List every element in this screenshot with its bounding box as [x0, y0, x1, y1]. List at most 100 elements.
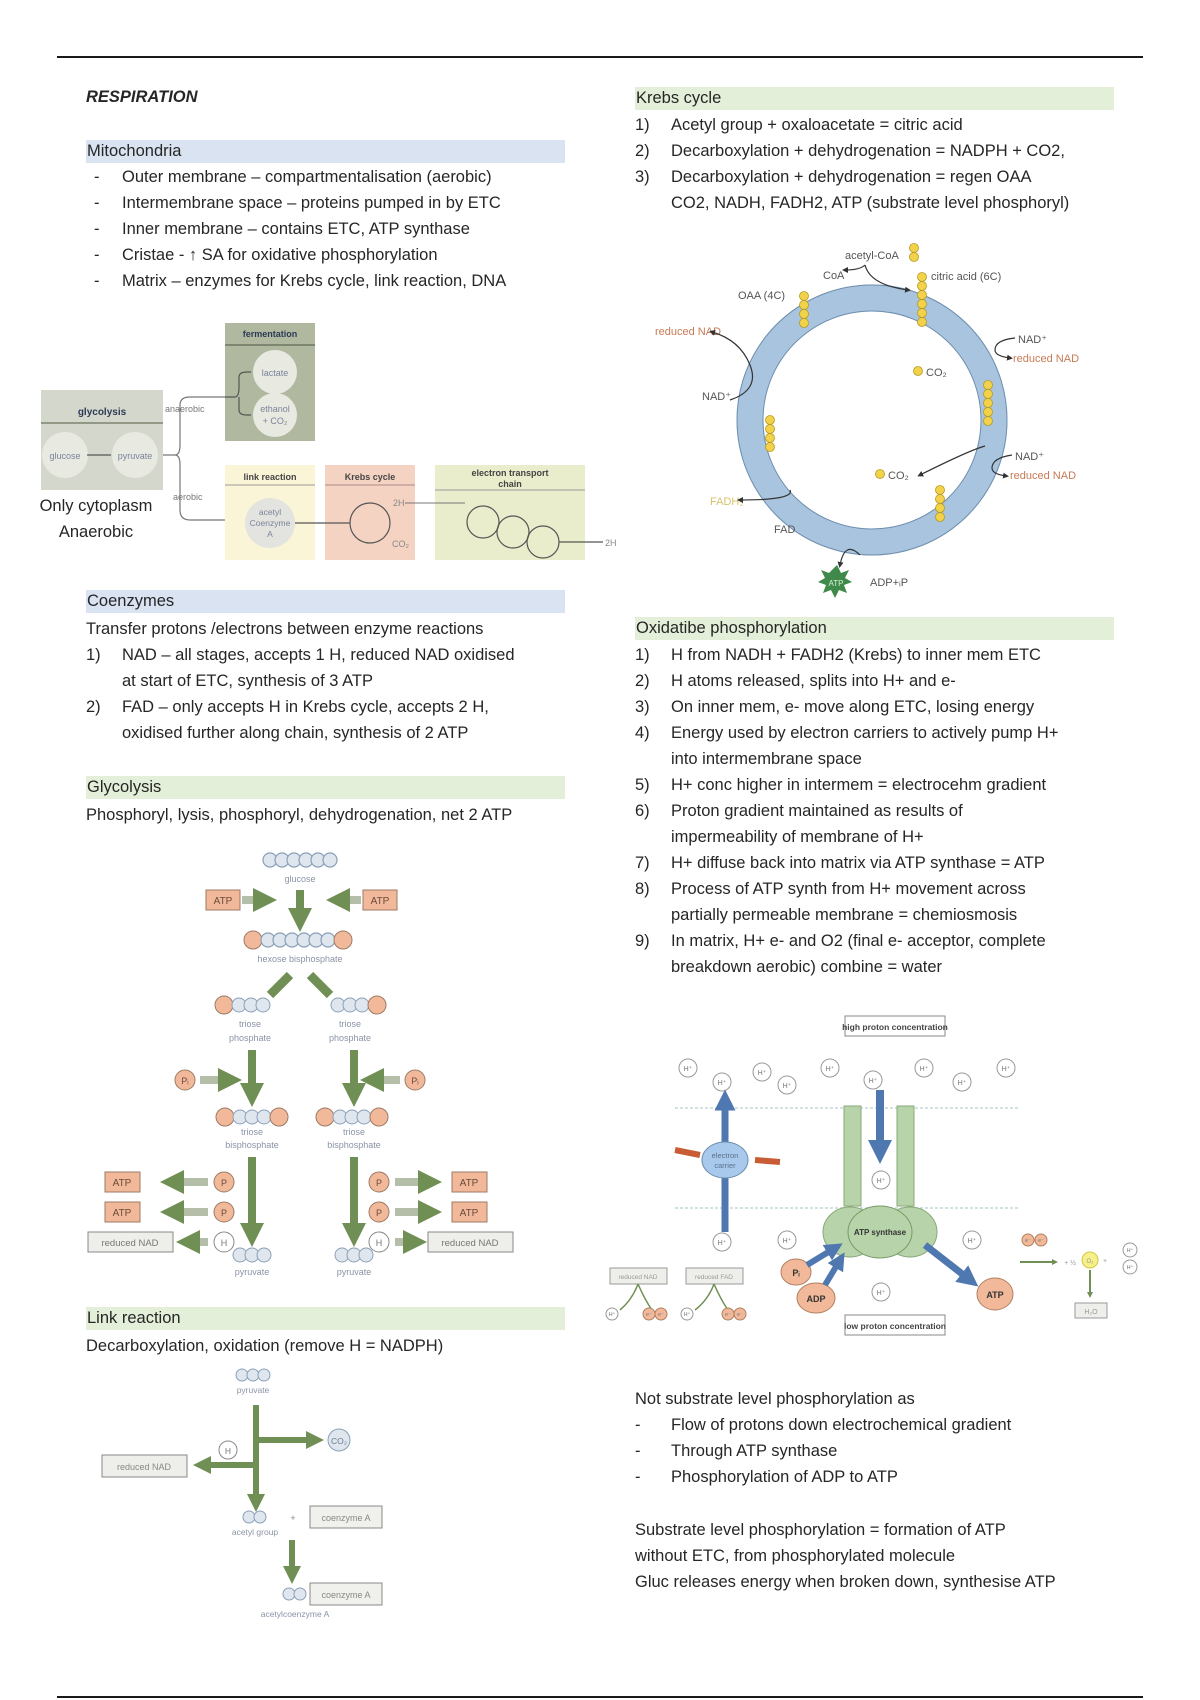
svg-text:2H: 2H [605, 538, 617, 548]
svg-text:P: P [221, 1208, 227, 1218]
krebs-list: 1)Acetyl group + oxaloacetate = citric a… [635, 112, 1175, 216]
svg-text:reduced FAD: reduced FAD [695, 1274, 733, 1281]
mitochondria-list: -Outer membrane – compartmentalisation (… [86, 164, 586, 294]
atp-synthase [847, 1205, 913, 1259]
high-proton-label [844, 1015, 946, 1037]
svg-text:H: H [376, 1238, 383, 1248]
svg-text:H⁺: H⁺ [684, 1311, 691, 1318]
svg-text:e⁻: e⁻ [658, 1312, 664, 1318]
list-item: 2)H atoms released, splits into H+ and e… [635, 672, 956, 690]
list-item: 1)NAD – all stages, accepts 1 H, reduced… [86, 646, 515, 690]
svg-text:reduced NAD: reduced NAD [618, 1274, 657, 1281]
svg-text:CO₂: CO₂ [331, 1436, 347, 1446]
svg-text:A: A [267, 529, 273, 539]
svg-text:NAD⁺: NAD⁺ [1015, 451, 1044, 463]
link-reaction-diagram: pyruvate CO₂ H reduced NAD acetyl group … [101, 1368, 383, 1619]
svg-text:e⁻: e⁻ [1038, 1238, 1044, 1244]
svg-text:acetyl group: acetyl group [232, 1527, 279, 1537]
svg-text:acetyl: acetyl [259, 507, 281, 517]
svg-text:e⁻: e⁻ [725, 1312, 731, 1318]
list-item: 4)Energy used by electron carriers to ac… [635, 724, 1059, 768]
list-item: -Matrix – enzymes for Krebs cycle, link … [94, 272, 507, 290]
svg-text:+: + [290, 1513, 295, 1523]
list-item: 6)Proton gradient maintained as results … [635, 802, 963, 846]
svg-text:e⁻: e⁻ [646, 1312, 652, 1318]
svg-text:ATP: ATP [371, 896, 390, 907]
svg-text:H⁺: H⁺ [1127, 1264, 1134, 1271]
etc-box [435, 465, 585, 560]
list-item: 3)Decarboxylation + dehydrogenation = re… [635, 168, 1070, 212]
svg-text:CO₂: CO₂ [888, 470, 909, 482]
list-item: -Intermembrane space – proteins pumped i… [94, 194, 501, 212]
svg-text:high proton concentration: high proton concentration [842, 1022, 948, 1032]
svg-text:reduced NAD: reduced NAD [101, 1238, 158, 1249]
coenzymes-heading: Coenzymes [86, 590, 565, 613]
svg-text:triose: triose [241, 1127, 263, 1137]
svg-text:coenzyme A: coenzyme A [321, 1513, 370, 1523]
list-item: -Outer membrane – compartmentalisation (… [94, 168, 492, 186]
notes-intro: Not substrate level phosphorylation as [635, 1390, 915, 1408]
svg-text:H⁺: H⁺ [877, 1177, 886, 1185]
svg-text:H⁺: H⁺ [684, 1065, 693, 1073]
cycle-ring [736, 284, 1008, 556]
svg-text:H⁺: H⁺ [783, 1237, 792, 1245]
svg-text:bisphosphate: bisphosphate [225, 1140, 279, 1150]
svg-text:ATP: ATP [113, 1178, 132, 1189]
svg-text:glycolysis: glycolysis [78, 407, 127, 418]
svg-text:NAD⁺: NAD⁺ [1018, 334, 1047, 346]
svg-text:H⁺: H⁺ [1127, 1247, 1134, 1254]
respiration-overview-diagram: glycolysis glucose pyruvate anaerobic ae… [41, 323, 617, 560]
list-item: 7)H+ diffuse back into matrix via ATP sy… [635, 854, 1045, 872]
top-rule [57, 56, 1143, 58]
svg-text:FAD: FAD [774, 524, 795, 536]
svg-text:phosphate: phosphate [329, 1033, 371, 1043]
svg-text:OAA (4C): OAA (4C) [738, 290, 785, 302]
svg-text:H⁺: H⁺ [1002, 1065, 1011, 1073]
svg-text:H⁺: H⁺ [958, 1079, 967, 1087]
svg-text:ATP: ATP [214, 896, 233, 907]
coenzymes-list: 1)NAD – all stages, accepts 1 H, reduced… [86, 642, 606, 746]
svg-text:link reaction: link reaction [243, 472, 296, 482]
list-item: 5)H+ conc higher in intermem = electroce… [635, 776, 1047, 794]
note-line-1: Only cytoplasm [39, 497, 153, 515]
svg-text:H⁺: H⁺ [609, 1311, 616, 1318]
svg-text:Pᵢ: Pᵢ [181, 1076, 188, 1086]
list-item: 9)In matrix, H+ e- and O2 (final e- acce… [635, 932, 1046, 976]
svg-text:carrier: carrier [714, 1161, 736, 1170]
svg-text:citric acid (6C): citric acid (6C) [931, 271, 1001, 283]
svg-text:NAD⁺: NAD⁺ [702, 391, 731, 403]
svg-text:+: + [1103, 1258, 1107, 1265]
svg-text:hexose bisphosphate: hexose bisphosphate [257, 954, 342, 964]
svg-text:ATP: ATP [460, 1178, 479, 1189]
list-item: 2)Decarboxylation + dehydrogenation = NA… [635, 142, 1065, 160]
list-item: -Flow of protons down electrochemical gr… [635, 1416, 1012, 1434]
svg-text:CO₂: CO₂ [926, 367, 947, 379]
link-reaction-text: Decarboxylation, oxidation (remove H = N… [86, 1337, 444, 1355]
substrate-note: Substrate level phosphorylation = format… [635, 1517, 1056, 1595]
bottom-rule [57, 1696, 1143, 1698]
svg-text:ATP: ATP [460, 1208, 479, 1219]
svg-text:H₂O: H₂O [1084, 1309, 1098, 1316]
coenzymes-intro: Transfer protons /electrons between enzy… [86, 620, 484, 638]
svg-text:acetyl-CoA: acetyl-CoA [845, 250, 899, 262]
svg-text:lactate: lactate [262, 368, 289, 378]
svg-text:+ CO₂: + CO₂ [263, 416, 288, 426]
list-item: 3)On inner mem, e- move along ETC, losin… [635, 698, 1035, 716]
svg-text:pyruvate: pyruvate [118, 451, 153, 461]
low-proton-label [844, 1314, 946, 1336]
svg-text:O₂: O₂ [1087, 1259, 1095, 1265]
link-reaction-heading: Link reaction [86, 1307, 565, 1330]
svg-text:H: H [225, 1446, 231, 1456]
svg-text:H⁺: H⁺ [783, 1082, 792, 1090]
mitochondria-heading: Mitochondria [86, 140, 565, 163]
svg-text:triose: triose [239, 1019, 261, 1029]
svg-text:ATP: ATP [829, 579, 844, 588]
svg-text:triose: triose [343, 1127, 365, 1137]
svg-text:anaerobic: anaerobic [165, 404, 205, 414]
svg-text:P: P [376, 1208, 382, 1218]
note-line: without ETC, from phosphorylated molecul… [635, 1547, 956, 1565]
list-item: -Inner membrane – contains ETC, ATP synt… [94, 220, 470, 238]
svg-text:Pᵢ: Pᵢ [411, 1076, 418, 1086]
svg-text:pyruvate: pyruvate [237, 1385, 270, 1395]
svg-text:Pᵢ: Pᵢ [792, 1268, 800, 1278]
